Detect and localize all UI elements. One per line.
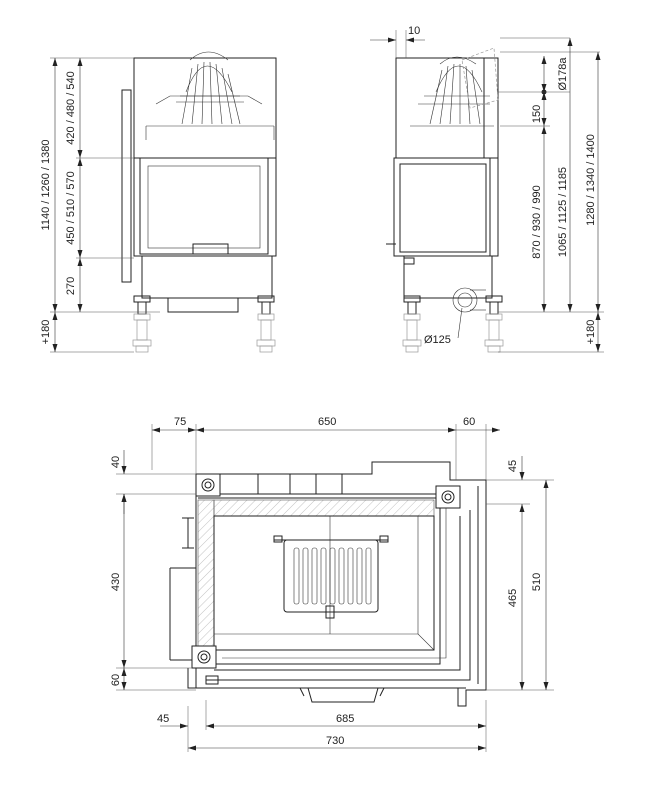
dim-side-air-inlet: Ø125	[424, 334, 451, 346]
front-view: 1140 / 1260 / 1380 420 / 480 / 540 450 /…	[40, 51, 277, 353]
dim-side-h2: 1065 / 1125 / 1185	[557, 167, 569, 257]
dim-front-height-total: 1140 / 1260 / 1380	[40, 140, 52, 231]
dim-plan-bottom-offset: 45	[157, 713, 169, 725]
dim-front-height-top: 420 / 480 / 540	[65, 71, 77, 144]
dim-plan-top-left: 40	[110, 456, 122, 468]
dim-front-leg-extra: +180	[40, 320, 52, 345]
side-view: 10 Ø178a 150 870 / 930 / 990 1065 / 1125…	[370, 25, 604, 353]
dim-side-flue-drop: 150	[531, 105, 543, 123]
plan-view: 75 650 60 40 430 60 45 465 510 45 685 73…	[110, 416, 554, 752]
dim-plan-right-offset: 60	[463, 416, 475, 428]
dim-plan-width-total: 730	[326, 735, 344, 747]
dim-plan-width-inner: 650	[318, 416, 336, 428]
dim-side-h1: 870 / 930 / 990	[531, 185, 543, 258]
dim-plan-left-offset: 75	[174, 416, 186, 428]
dim-side-flue-diameter: Ø178a	[557, 57, 569, 91]
dim-plan-bottom-left: 60	[110, 674, 122, 686]
dim-plan-top-right: 45	[507, 460, 519, 472]
dim-front-height-base: 270	[65, 277, 77, 295]
dim-plan-depth-left: 430	[110, 573, 122, 591]
dim-side-h3: 1280 / 1340 / 1400	[585, 134, 597, 226]
dim-plan-width-outer: 685	[336, 713, 354, 725]
dim-side-leg-extra: +180	[585, 320, 597, 345]
dim-side-top-offset: 10	[408, 25, 420, 37]
dim-front-height-mid: 450 / 510 / 570	[65, 171, 77, 244]
dim-plan-depth-right-outer: 510	[531, 573, 543, 591]
dim-plan-depth-right-inner: 465	[507, 589, 519, 607]
